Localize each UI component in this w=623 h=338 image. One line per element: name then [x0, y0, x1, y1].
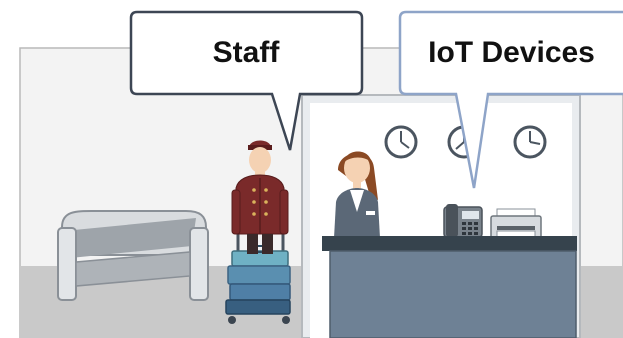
iot-devices-bubble-label: IoT Devices: [428, 36, 595, 69]
wall-clock-icon: [513, 125, 547, 159]
staff-speech-bubble: [129, 10, 364, 151]
reception-counter: [322, 236, 577, 338]
receptionist: [334, 151, 380, 238]
staff-bubble-label: Staff: [212, 36, 280, 69]
telephone-icon: [443, 204, 483, 238]
iot-speech-bubble: [398, 10, 623, 189]
sofa-icon: [57, 209, 209, 301]
printer-icon: [490, 208, 542, 239]
bellhop-staff: [231, 140, 289, 254]
wall-clock-icon: [384, 125, 418, 159]
